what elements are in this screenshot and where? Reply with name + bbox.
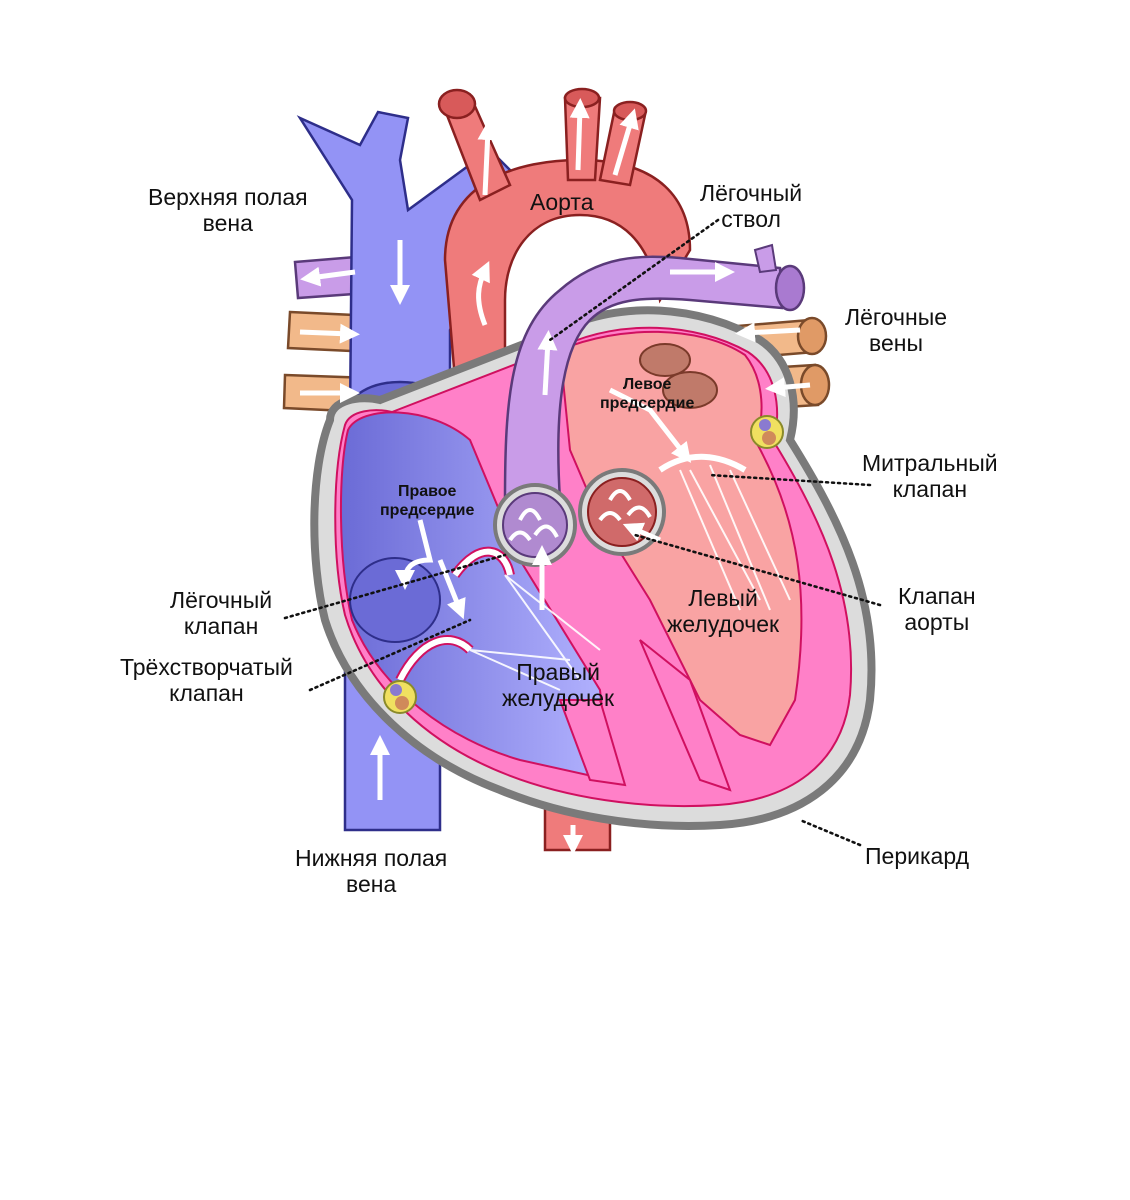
label-aorta: Аорта (530, 189, 594, 215)
valves (383, 415, 791, 714)
blood-flow-arrows (299, 98, 811, 855)
heart-body (310, 306, 876, 830)
leader-lines (283, 218, 882, 847)
label-pericardium: Перикард (865, 843, 970, 869)
